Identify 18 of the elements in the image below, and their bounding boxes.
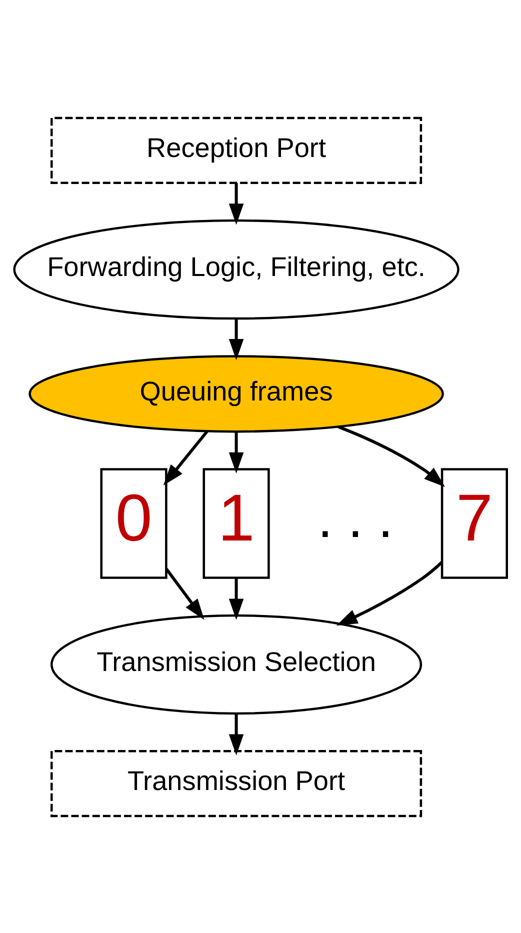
node-ellipse: Queuing frames xyxy=(28,354,444,432)
node-box: Reception Port xyxy=(50,116,422,184)
arrow xyxy=(228,182,244,224)
node-box: Transmission Port xyxy=(50,750,422,817)
label: . . . xyxy=(318,488,394,548)
arrow xyxy=(228,318,244,360)
node-box: 0 xyxy=(100,468,168,578)
node-box: 7 xyxy=(440,468,508,578)
arrow xyxy=(163,430,208,486)
arrow xyxy=(228,432,244,474)
node-ellipse: Transmission Selection xyxy=(50,614,422,714)
node-ellipse: Forwarding Logic, Filtering, etc. xyxy=(13,218,460,320)
arrow xyxy=(336,560,443,626)
arrow xyxy=(228,713,244,755)
node-box: 1 xyxy=(202,468,270,578)
arrow xyxy=(338,424,446,487)
arrow xyxy=(228,577,244,620)
arrow xyxy=(165,567,204,620)
